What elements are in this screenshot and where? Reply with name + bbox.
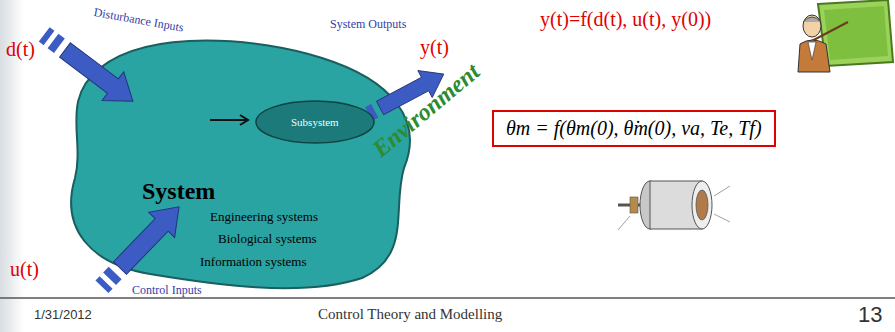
node-text: Biological systems <box>218 232 317 247</box>
signal-arrow <box>33 20 143 116</box>
slide-label: 1/31/2012 <box>34 308 92 323</box>
teacher-clipart <box>798 0 893 72</box>
slide-label: u(t) <box>10 258 39 281</box>
sub-arrow <box>210 115 248 125</box>
equation-box: θm = f(θm(0), θ̇m(0), va, Te, Tf) <box>492 110 776 147</box>
node-text: Information systems <box>200 255 307 270</box>
slide-label: 13 <box>858 302 882 327</box>
slide-label: Disturbance Inputs <box>93 6 185 35</box>
slide-label: Control Inputs <box>132 284 202 298</box>
node-text: Subsystem <box>291 116 339 129</box>
slide-label: y(t)=f(d(t), u(t), y(0)) <box>540 8 711 31</box>
slide-label: System Outputs <box>330 18 406 32</box>
node-text: θm = f(θm(0), θ̇m(0), va, Te, Tf) <box>506 117 762 140</box>
slide-label: Control Theory and Modelling <box>318 306 502 323</box>
subsystem-node: Subsystem <box>255 100 375 144</box>
node-text: System <box>142 178 215 206</box>
system-node: SystemEngineering systemsBiological syst… <box>60 28 420 290</box>
blob-outline <box>60 28 420 290</box>
slide-label: y(t) <box>420 36 449 59</box>
dc-motor-illustration <box>618 181 730 230</box>
node-text: Engineering systems <box>210 210 318 225</box>
footer-rule <box>0 297 895 299</box>
slide-label: d(t) <box>6 38 35 61</box>
subsystem-oval <box>256 101 374 143</box>
